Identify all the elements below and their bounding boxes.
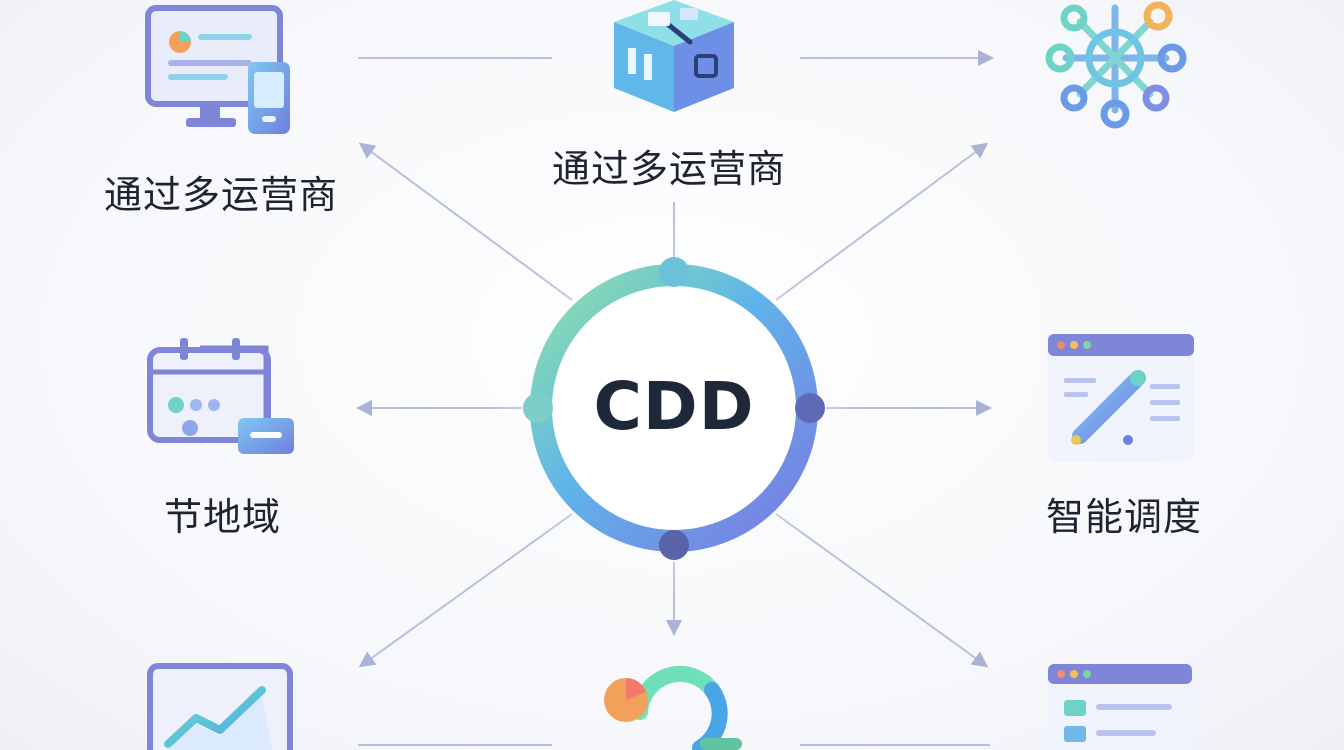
node-label-top-center: 通过多运营商 [552, 147, 787, 191]
hub-node-bottom [659, 530, 689, 560]
center-label: CDD [593, 368, 755, 445]
hub-node-right [795, 393, 825, 423]
editor-window-icon [1048, 334, 1194, 462]
node-label-mid-left: 节地域 [164, 495, 282, 539]
node-label-top-left: 通过多运营商 [104, 173, 339, 217]
hub-node-left [523, 393, 553, 423]
node-label-mid-right: 智能调度 [1046, 495, 1203, 539]
trend-chart-icon [147, 663, 293, 750]
connector-to-top-right [775, 142, 989, 301]
center-hub [484, 218, 864, 598]
network-hub-icon [1045, 1, 1187, 129]
connector-to-top-left [358, 142, 573, 301]
refresh-cycle-icon [604, 665, 742, 750]
list-window-icon [1048, 664, 1192, 750]
calendar-panel-icon [147, 338, 294, 454]
monitor-phone-icon [145, 5, 290, 134]
hub-node-top [659, 257, 689, 287]
server-cube-icon [614, 0, 734, 112]
